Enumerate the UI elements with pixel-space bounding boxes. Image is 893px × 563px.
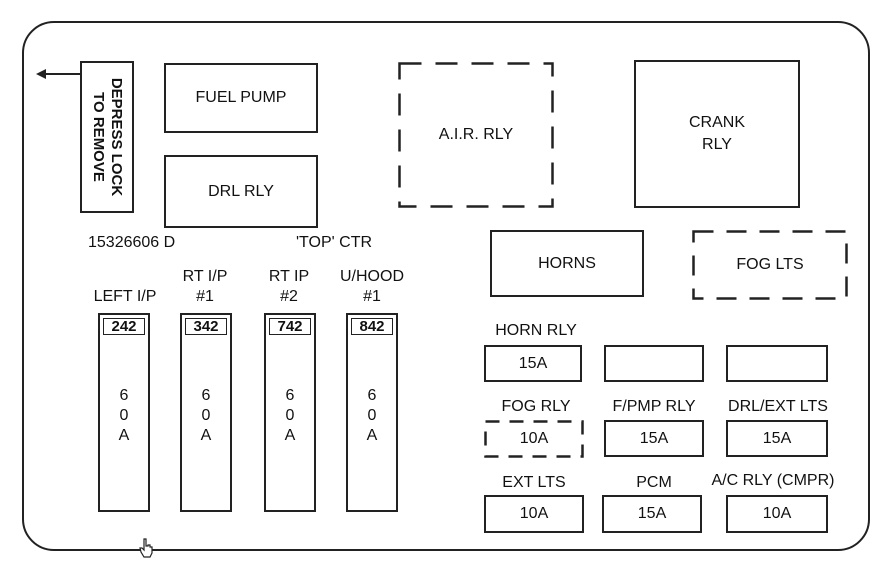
maxi-fuse: 242 6 0 A	[98, 313, 150, 512]
maxi-fuse-number: 842	[351, 318, 393, 335]
relay-fog-lts-label: FOG LTS	[736, 256, 804, 273]
maxi-fuse-label: LEFT I/P	[93, 288, 157, 305]
relay-air: A.I.R. RLY	[398, 62, 554, 208]
maxi-fuse-label: RT I/P #1	[182, 268, 228, 305]
maxi-fuse-label: U/HOOD #1	[340, 268, 404, 305]
fuse-fpmp-rly: 15A	[604, 420, 704, 457]
fuse-block-outline	[22, 21, 870, 551]
top-ctr-label: 'TOP' CTR	[296, 234, 373, 251]
maxi-fuse-number: 742	[269, 318, 311, 335]
maxi-fuse-amperage: 6 0 A	[366, 387, 378, 444]
depress-lock-tab: DEPRESS LOCK TO REMOVE	[80, 61, 134, 213]
maxi-fuse-amperage: 6 0 A	[284, 387, 296, 444]
maxi-fuse-label: RT IP #2	[268, 268, 310, 305]
relay-fuel-pump: FUEL PUMP	[164, 63, 318, 133]
fuse-horn-rly: 15A	[484, 345, 582, 382]
maxi-fuse: 842 6 0 A	[346, 313, 398, 512]
fuse-label-drl-ext-lts: DRL/EXT LTS	[728, 398, 828, 415]
hand-cursor-icon	[139, 538, 153, 558]
maxi-fuse: 742 6 0 A	[264, 313, 316, 512]
fuse-fog-rly-value: 10A	[519, 430, 549, 447]
maxi-fuse: 342 6 0 A	[180, 313, 232, 512]
maxi-fuse-number: 342	[185, 318, 227, 335]
fuse-label-fog-rly: FOG RLY	[501, 398, 571, 415]
fuse-ac-rly: 10A	[726, 495, 828, 533]
maxi-fuse-number: 242	[103, 318, 145, 335]
fuse-label-pcm: PCM	[636, 474, 672, 491]
maxi-fuse-amperage: 6 0 A	[118, 387, 130, 444]
fuse-label-horn-rly: HORN RLY	[495, 322, 577, 339]
fuse-label-ext-lts: EXT LTS	[502, 474, 566, 491]
arrow-left-icon	[36, 69, 80, 79]
relay-crank: CRANK RLY	[634, 60, 800, 208]
fuse-label-ac-rly: A/C RLY (CMPR)	[711, 472, 835, 489]
fuse-fog-rly: 10A	[484, 420, 584, 458]
fuse-pcm: 15A	[602, 495, 702, 533]
maxi-fuse-amperage: 6 0 A	[200, 387, 212, 444]
fuse-drl-ext-lts: 15A	[726, 420, 828, 457]
relay-air-label: A.I.R. RLY	[438, 126, 514, 143]
part-number-label: 15326606 D	[88, 234, 176, 251]
relay-horns: HORNS	[490, 230, 644, 297]
fuse-slot-empty	[726, 345, 828, 382]
fuse-ext-lts: 10A	[484, 495, 584, 533]
depress-lock-label: DEPRESS LOCK TO REMOVE	[90, 77, 125, 197]
relay-fog-lts: FOG LTS	[692, 230, 848, 300]
relay-drl: DRL RLY	[164, 155, 318, 228]
fuse-slot-empty	[604, 345, 704, 382]
fuse-label-fpmp-rly: F/PMP RLY	[612, 398, 696, 415]
